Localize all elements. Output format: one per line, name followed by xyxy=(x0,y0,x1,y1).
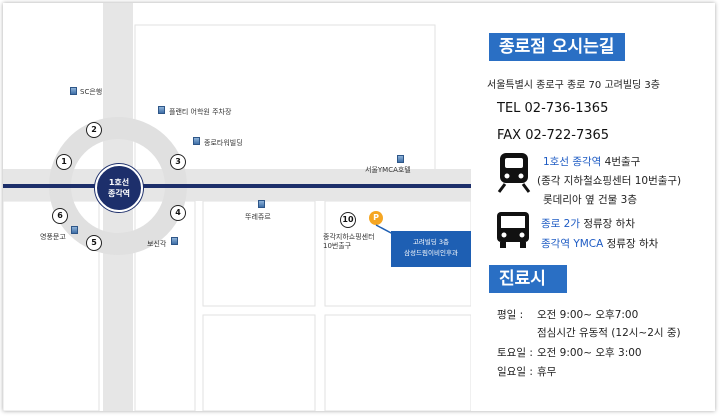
saturday-hours: 오전 9:00~ 오후 3:00 xyxy=(537,347,642,359)
exit-4-marker: 4 xyxy=(170,205,186,221)
bus-stop-2-name: 종각역 YMCA xyxy=(541,238,604,250)
hospital-callout: 고려빌딩 3층 삼성드림이비인후과 xyxy=(391,231,471,267)
label-bosingak: 보신각 xyxy=(147,240,167,248)
saturday-label: 토요일 : xyxy=(497,347,533,359)
hospital-pin-icon: P xyxy=(369,211,383,225)
callout-clinic: 삼성드림이비인후과 xyxy=(404,249,458,257)
subway-exit: 4번출구 xyxy=(601,156,641,168)
label-plaenty: 플랜티 어학원 주차장 xyxy=(169,108,232,116)
fax: FAX 02-722-7365 xyxy=(497,128,610,143)
exit-2-marker: 2 xyxy=(86,122,102,138)
location-panel: 1호선 종각역 SC은행 플랜티 어학원 주차장 종로타워빌딩 서울YMCA호텔… xyxy=(3,3,715,411)
bus-stop-2-suffix: 정류장 하차 xyxy=(603,238,659,250)
exit-10-marker: 10 xyxy=(340,212,356,228)
bus-stop-2: 종각역 YMCA 정류장 하차 xyxy=(541,236,658,251)
label-tour-jongro: 뚜레쥬르 xyxy=(245,213,271,221)
label-sc-bank: SC은행 xyxy=(80,88,103,96)
info-panel: 종로점 오시는길 서울특별시 종로구 종로 70 고려빌딩 3층 TEL 02-… xyxy=(477,3,715,411)
location-title: 종로점 오시는길 xyxy=(489,33,625,61)
jonggak-station-marker: 1호선 종각역 xyxy=(95,164,143,212)
weekday-label: 평일 : xyxy=(497,309,524,321)
label-jongro-tower: 종로타워빌딩 xyxy=(204,139,243,147)
label-seoul-ymca: 서울YMCA호텔 xyxy=(365,166,411,174)
subway-line-row: 1호선 종각역 4번출구 xyxy=(543,154,640,169)
tel: TEL 02-736-1365 xyxy=(497,101,609,116)
sunday-hours: 휴무 xyxy=(537,366,557,378)
subway-landmark: 롯데리아 옆 건물 3층 xyxy=(543,194,637,206)
label-exit10: 10번출구 xyxy=(323,242,352,250)
sunday-label: 일요일 : xyxy=(497,366,533,378)
map-roads xyxy=(3,3,471,411)
building-icon xyxy=(171,237,178,245)
weekday-hours: 오전 9:00~ 오후7:00 xyxy=(537,309,639,321)
exit-3-marker: 3 xyxy=(170,154,186,170)
building-icon xyxy=(258,200,265,208)
exit-6-marker: 6 xyxy=(52,208,68,224)
bus-stop-1-name: 종로 2가 xyxy=(541,218,580,230)
label-jonggak-mall: 종각지하쇼핑센터 xyxy=(323,233,375,241)
building-icon xyxy=(193,137,200,145)
callout-connector xyxy=(375,224,394,235)
building-icon xyxy=(158,106,165,114)
subway-detail: (종각 지하철쇼핑센터 10번출구) xyxy=(537,175,682,187)
station-name: 종각역 xyxy=(107,189,131,198)
building-icon xyxy=(71,226,78,234)
hours-title: 진료시간 xyxy=(489,265,567,317)
subway-icon xyxy=(497,153,531,193)
bus-stop-1: 종로 2가 정류장 하차 xyxy=(541,216,635,231)
label-youngpoong: 영풍문고 xyxy=(40,233,66,241)
subway-line: 1호선 종각역 xyxy=(543,156,602,168)
lunch-hours: 점심시간 유동적 (12시~2시 중) xyxy=(537,327,681,339)
exit-5-marker: 5 xyxy=(86,235,102,251)
bus-stop-1-suffix: 정류장 하차 xyxy=(580,218,635,230)
station-line: 1호선 xyxy=(108,178,130,187)
exit-1-marker: 1 xyxy=(56,154,72,170)
building-icon xyxy=(70,87,77,95)
callout-building: 고려빌딩 3층 xyxy=(412,238,450,246)
map: 1호선 종각역 SC은행 플랜티 어학원 주차장 종로타워빌딩 서울YMCA호텔… xyxy=(3,3,471,411)
building-icon xyxy=(397,155,404,163)
address: 서울특별시 종로구 종로 70 고려빌딩 3층 xyxy=(487,80,660,91)
bus-icon xyxy=(497,212,529,248)
